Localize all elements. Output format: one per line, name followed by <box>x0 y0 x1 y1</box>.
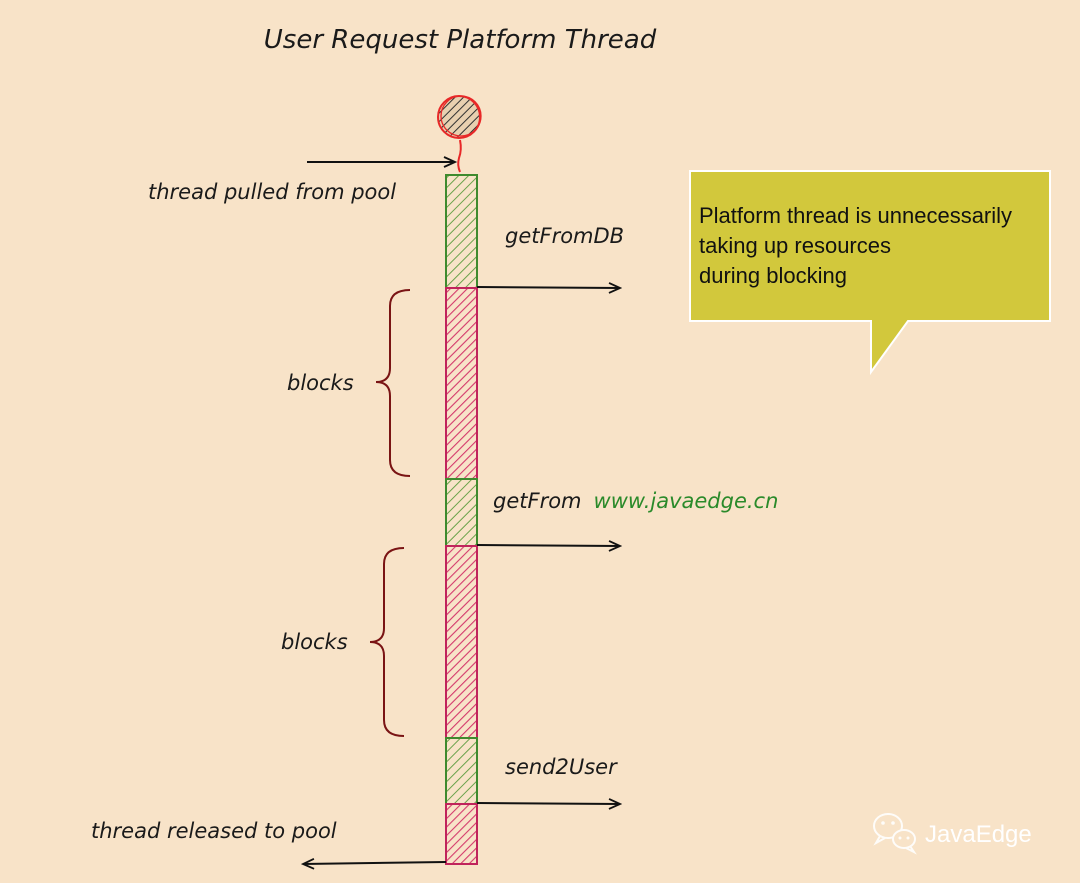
release-arrow <box>303 862 447 864</box>
diagram-title: User Request Platform Thread <box>264 25 657 55</box>
segment-blocked-2 <box>445 545 478 739</box>
label-get-from: getFrom www.javaedge.cn <box>493 489 778 513</box>
segment-blocked-1 <box>445 287 478 480</box>
label-blocks-1: blocks <box>287 371 354 395</box>
call-arrow-send <box>476 803 620 804</box>
label-get-from-db: getFromDB <box>505 224 624 248</box>
label-send2user: send2User <box>505 755 618 779</box>
call-arrow-url <box>476 545 620 546</box>
label-thread-released: thread released to pool <box>91 819 337 843</box>
segment-release <box>445 803 478 865</box>
callout-text: Platform thread is unnecessarily taking … <box>699 203 1013 288</box>
callout-box <box>689 170 1051 376</box>
brace-2 <box>369 547 405 737</box>
start-node <box>437 95 482 139</box>
label-blocks-2: blocks <box>281 630 348 654</box>
label-url[interactable]: www.javaedge.cn <box>594 489 779 513</box>
segment-get-from-db <box>445 174 478 289</box>
label-get-from-text: getFrom <box>493 489 582 513</box>
start-connector <box>457 139 462 173</box>
brace-1 <box>375 289 411 477</box>
segment-send2user <box>445 737 478 805</box>
wechat-icon <box>873 813 917 855</box>
segment-get-from-url <box>445 478 478 547</box>
label-thread-pulled: thread pulled from pool <box>148 180 396 204</box>
watermark-text: JavaEdge <box>925 821 1032 848</box>
call-arrow-db <box>476 287 620 288</box>
